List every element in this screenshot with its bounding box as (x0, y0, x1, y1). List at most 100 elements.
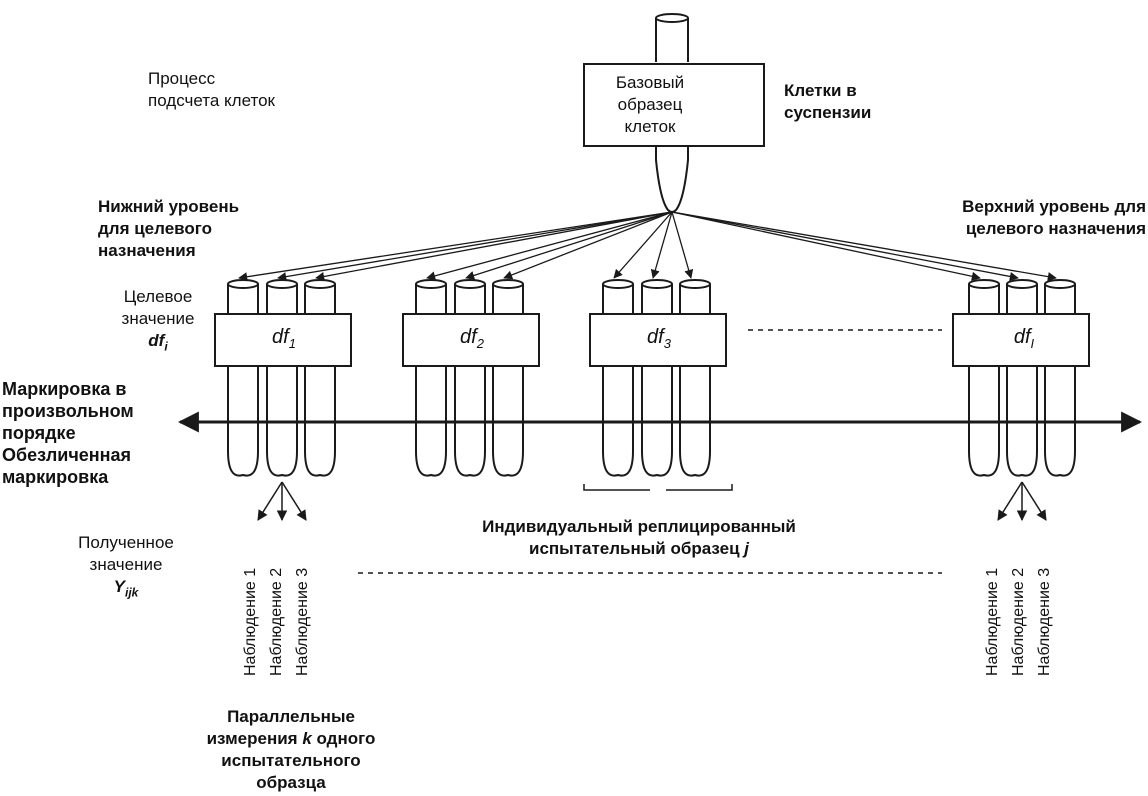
obtained-value-line-1: Полученное (78, 533, 174, 552)
observation-right-3: Наблюдение 3 (1036, 567, 1053, 676)
target-value-label: Целевое значение dfi (98, 286, 218, 357)
distribution-arrow-1-3 (315, 211, 673, 281)
lower-level-line-3: назначения (98, 241, 196, 260)
base-tube-tip (655, 145, 689, 213)
tube-3-2 (641, 279, 673, 477)
labeling-label: Маркировка в произвольном порядке Обезли… (2, 378, 134, 488)
tube-3-3 (679, 279, 711, 477)
tube-3-2-rim (641, 279, 673, 289)
observation-arrow-left-3 (281, 481, 307, 521)
observation-left-1: Наблюдение 1 (242, 567, 259, 676)
dilution-box-3 (589, 313, 727, 367)
dilution-box-1 (214, 313, 352, 367)
tube-1-1 (227, 279, 259, 477)
observation-right-2: Наблюдение 2 (1010, 567, 1027, 676)
suspension-label: Клетки в суспензии (784, 80, 871, 124)
labeling-line-5: маркировка (2, 467, 109, 487)
boxes-layer (214, 63, 1090, 367)
tube-4-1-body (968, 284, 1000, 477)
upper-level-label: Верхний уровень для целевого назначения (920, 196, 1146, 240)
replicate-line-2: испытательный образец j (426, 538, 852, 560)
upper-level-line-2: целевого назначения (965, 219, 1146, 238)
obtained-value-symbol-sub: ijk (125, 585, 139, 600)
process-title-line-1: Процесс (148, 69, 216, 88)
process-title: Процесс подсчета клеток (148, 68, 275, 112)
tube-1-3-body (304, 284, 336, 477)
distribution-arrow-3-2 (650, 211, 673, 279)
tube-2-1 (415, 279, 447, 477)
tube-1-2-body (266, 284, 298, 477)
dilution-symbol-3: df (647, 326, 664, 348)
tube-1-2-rim (266, 279, 298, 289)
observation-right-1: Наблюдение 1 (984, 567, 1001, 676)
dilution-label-2: df2 (404, 326, 540, 351)
tube-3-3-body (679, 284, 711, 477)
base-tube-top (655, 18, 689, 62)
tube-1-3-rim (304, 279, 336, 289)
tube-4-2-body (1006, 284, 1038, 477)
tube-3-2-body (641, 284, 673, 477)
replicate-label: Индивидуальный реплицированный испытател… (426, 516, 852, 560)
dilution-box-4 (952, 313, 1090, 367)
tube-4-3-body (1044, 284, 1076, 477)
distribution-arrow-2-3 (503, 211, 673, 280)
replicate-line-1: Индивидуальный реплицированный (482, 517, 796, 536)
tube-2-3-body (492, 284, 524, 477)
distribution-arrow-4-3 (671, 211, 1057, 282)
dilution-symbol-2: df (460, 326, 477, 348)
dilution-symbol-1: df (272, 326, 289, 348)
tube-2-3-rim (492, 279, 524, 289)
observation-left-3: Наблюдение 3 (294, 567, 311, 676)
labeling-line-2: произвольном (2, 401, 134, 421)
arrows-layer (177, 211, 1143, 574)
distribution-arrow-3-3 (671, 211, 694, 279)
tube-4-3-rim (1044, 279, 1076, 289)
lower-level-line-2: для целевого (98, 219, 213, 238)
tube-2-2-body (454, 284, 486, 477)
base-sample-line-1: Базовый (615, 73, 685, 92)
dilution-symbol-4: df (1013, 326, 1031, 348)
target-value-line-1: Целевое (123, 287, 193, 306)
dilution-sub-2: 2 (476, 336, 484, 351)
distribution-arrow-2-1 (426, 211, 673, 281)
obtained-value-label: Полученное значение Yijk (56, 532, 196, 603)
replicate-line-2-text: испытательный образец (529, 539, 745, 558)
obtained-value-symbol-base: Y (113, 577, 125, 596)
tube-1-1-body (227, 284, 259, 477)
distribution-arrow-1-2 (277, 211, 673, 282)
tube-3-1 (602, 279, 634, 477)
base-sample-label: Базовый образец клеток (584, 72, 716, 138)
labeling-line-1: Маркировка в (2, 379, 127, 399)
tube-2-1-body (415, 284, 447, 477)
tube-2-1-rim (415, 279, 447, 289)
base-tube-rim (655, 13, 689, 23)
observation-arrow-right-1 (997, 481, 1023, 521)
parallel-line-2c: одного (311, 729, 376, 748)
distribution-arrow-4-2 (671, 211, 1019, 281)
replicate-symbol: j (744, 539, 749, 558)
tube-3-1-rim (602, 279, 634, 289)
lower-level-label: Нижний уровень для целевого назначения (98, 196, 239, 262)
distribution-arrow-1-1 (238, 211, 673, 282)
base-tube (655, 13, 689, 213)
target-value-line-2: значение (121, 309, 195, 328)
parallel-label: Параллельные измерения k одного испытате… (186, 706, 396, 794)
obtained-value-symbol: Yijk (56, 576, 196, 603)
dilution-label-4: dfI (956, 326, 1092, 351)
base-sample-line-2: образец (617, 95, 683, 114)
distribution-arrow-4-1 (671, 211, 981, 281)
tube-3-1-body (602, 284, 634, 477)
parallel-line-2a: измерения (206, 729, 303, 748)
parallel-line-1: Параллельные (227, 707, 355, 726)
parallel-line-4: образца (256, 773, 326, 792)
dilution-label-3: df3 (591, 326, 727, 351)
target-value-symbol-sub: i (164, 339, 168, 354)
target-value-symbol: dfi (98, 330, 218, 357)
suspension-line-2: суспензии (784, 103, 872, 122)
tube-4-1 (968, 279, 1000, 477)
replicate-bracket (583, 484, 733, 491)
dilution-sub-1: 1 (288, 336, 296, 351)
tube-4-3 (1044, 279, 1076, 477)
observation-arrow-left-1 (257, 481, 283, 521)
